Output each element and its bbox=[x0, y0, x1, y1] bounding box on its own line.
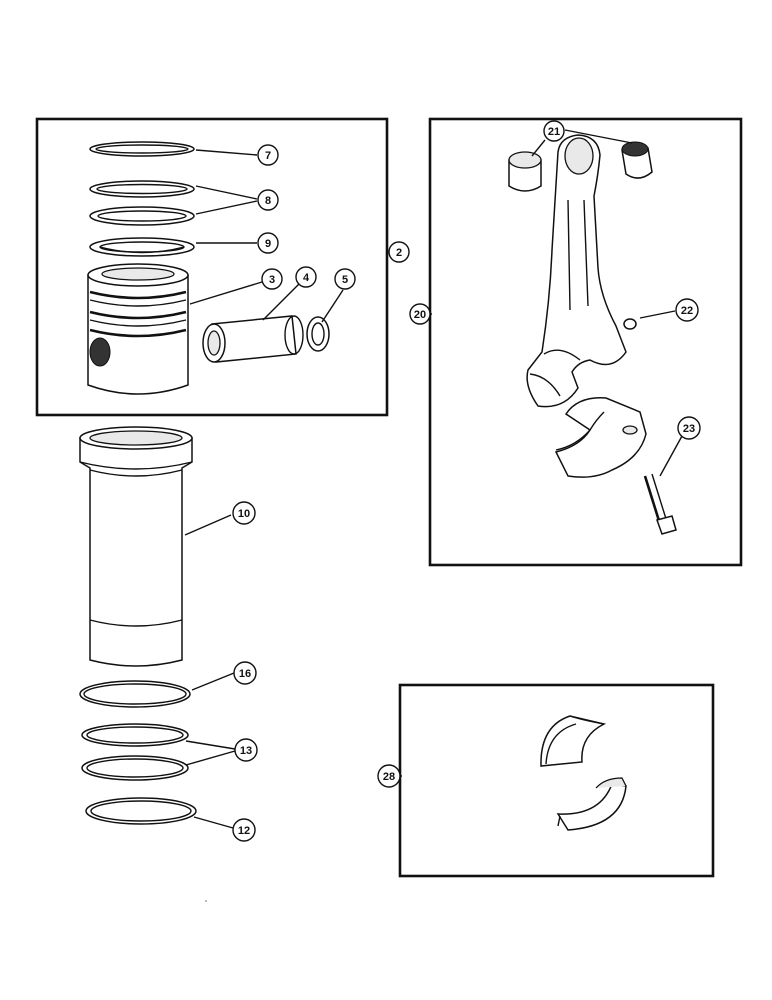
svg-text:16: 16 bbox=[239, 668, 251, 680]
bushing-left bbox=[508, 151, 542, 192]
connecting-rod-panel bbox=[428, 117, 743, 567]
piston bbox=[87, 263, 189, 395]
svg-text:10: 10 bbox=[238, 508, 250, 520]
leader-lines-sleeve bbox=[184, 514, 236, 829]
piston-pin bbox=[202, 315, 304, 363]
snap-ring bbox=[306, 316, 330, 352]
svg-text:5: 5 bbox=[342, 274, 348, 286]
svg-text:8: 8 bbox=[265, 195, 271, 207]
piston-group-panel bbox=[35, 117, 389, 417]
piston-ring-9 bbox=[89, 237, 195, 257]
svg-text:12: 12 bbox=[238, 825, 250, 837]
callout-13: 13 bbox=[234, 738, 258, 762]
rod-bolt bbox=[643, 473, 677, 535]
callout-3: 3 bbox=[261, 268, 283, 290]
callout-9: 9 bbox=[257, 232, 279, 254]
connecting-rod bbox=[526, 134, 627, 408]
bearing-shell-lower bbox=[556, 777, 627, 831]
seal-ring-13-lower bbox=[81, 755, 189, 781]
main-bearing-panel bbox=[398, 683, 715, 878]
callout-22: 22 bbox=[675, 298, 699, 322]
dowel-pin bbox=[623, 318, 637, 330]
rod-cap bbox=[554, 397, 647, 478]
svg-text:23: 23 bbox=[683, 423, 695, 435]
piston-ring-7 bbox=[89, 141, 195, 157]
callout-28: 28 bbox=[377, 764, 401, 788]
svg-text:2: 2 bbox=[396, 247, 402, 259]
svg-text:7: 7 bbox=[265, 150, 271, 162]
callout-20: 20 bbox=[409, 303, 431, 325]
cylinder-sleeve bbox=[79, 426, 193, 667]
scan-speck bbox=[205, 900, 207, 902]
leader-lines-rod bbox=[430, 129, 683, 477]
piston-ring-8-upper bbox=[89, 180, 195, 198]
callout-4: 4 bbox=[295, 266, 317, 288]
callout-2: 2 bbox=[388, 241, 410, 263]
seal-ring-16 bbox=[79, 680, 191, 708]
svg-text:28: 28 bbox=[383, 771, 395, 783]
svg-text:4: 4 bbox=[303, 272, 310, 284]
seal-ring-12 bbox=[85, 797, 197, 825]
callout-16: 16 bbox=[233, 661, 257, 685]
svg-text:21: 21 bbox=[548, 126, 560, 138]
callout-23: 23 bbox=[677, 416, 701, 440]
callout-21: 21 bbox=[543, 120, 565, 142]
svg-text:3: 3 bbox=[269, 274, 275, 286]
piston-ring-8-lower bbox=[89, 206, 195, 226]
callout-7: 7 bbox=[257, 144, 279, 166]
callout-10: 10 bbox=[232, 501, 256, 525]
callout-5: 5 bbox=[334, 268, 356, 290]
callout-12: 12 bbox=[232, 818, 256, 842]
seal-ring-13-upper bbox=[81, 723, 189, 747]
svg-text:9: 9 bbox=[265, 238, 271, 250]
callout-8: 8 bbox=[257, 189, 279, 211]
bushing-right bbox=[621, 141, 653, 179]
svg-text:13: 13 bbox=[240, 745, 252, 757]
svg-text:22: 22 bbox=[681, 305, 693, 317]
svg-text:20: 20 bbox=[414, 309, 426, 321]
bearing-shell-upper bbox=[540, 715, 607, 767]
leader-lines-piston bbox=[189, 149, 390, 323]
